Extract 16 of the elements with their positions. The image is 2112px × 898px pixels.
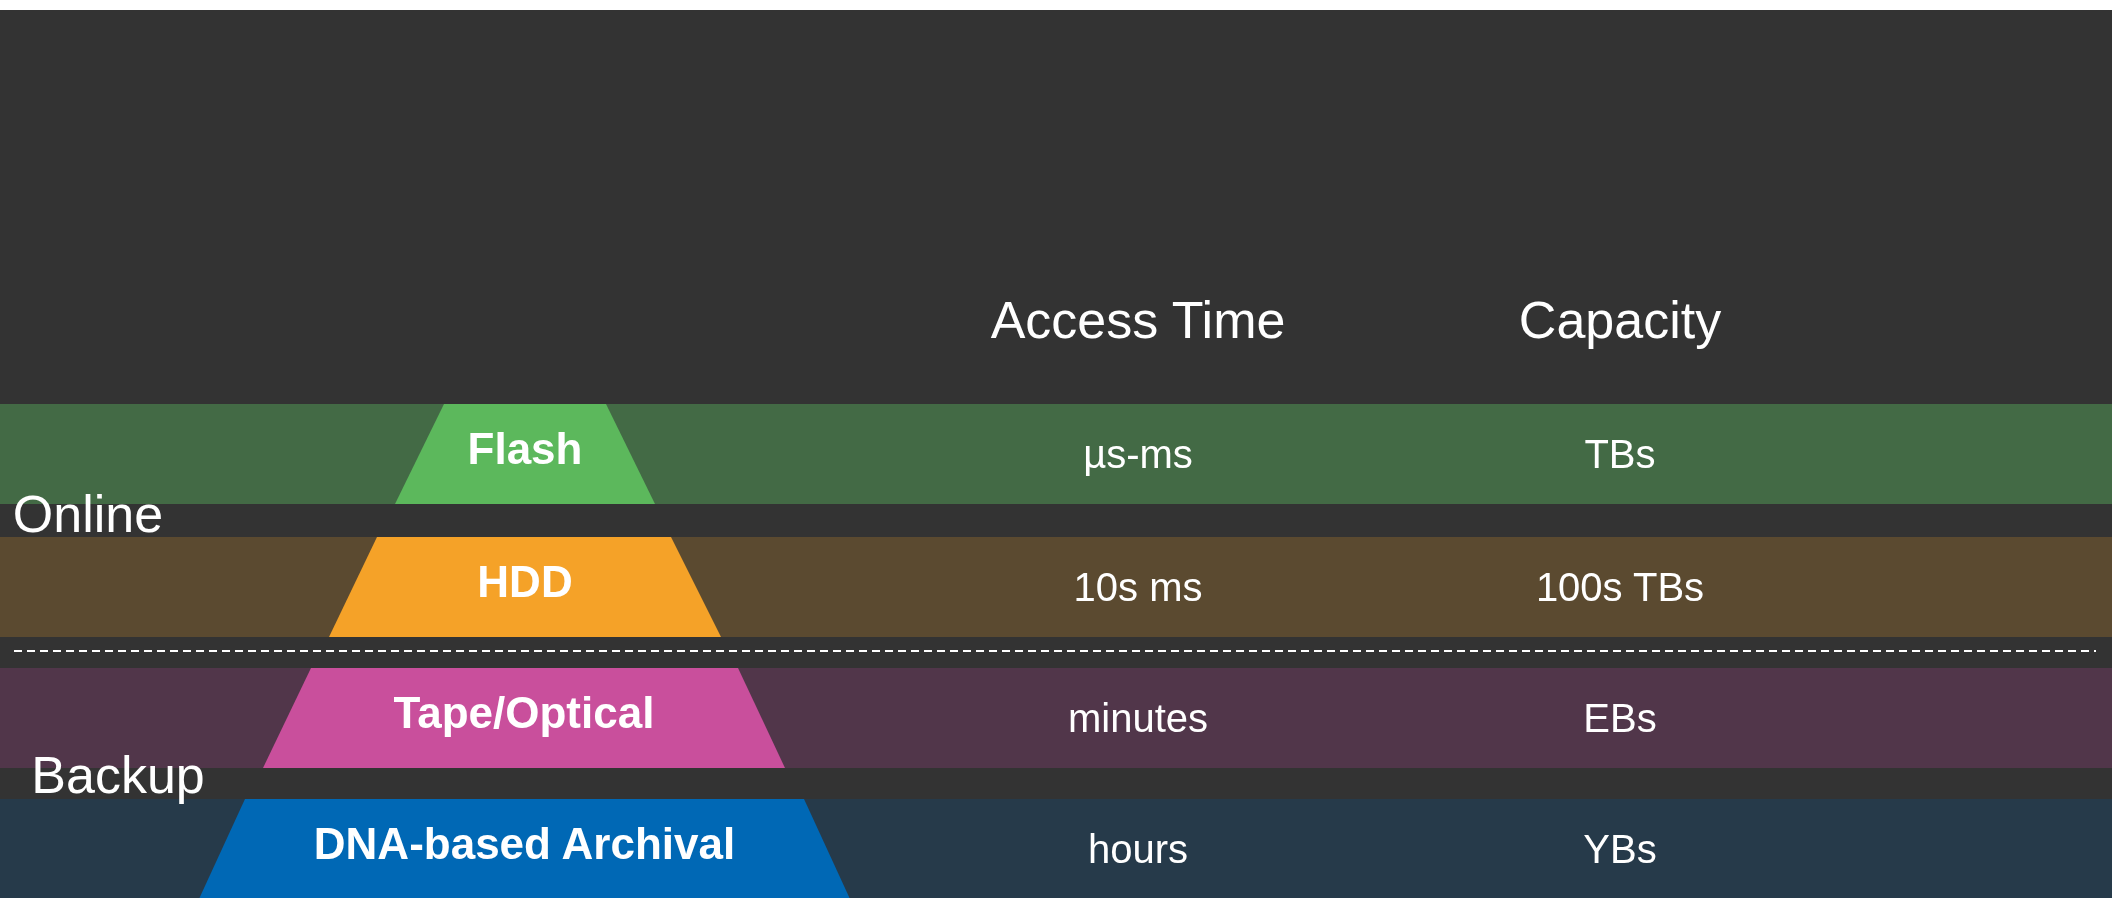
column-header: Capacity	[1518, 290, 1722, 350]
access-time-value: 10s ms	[1073, 564, 1203, 611]
capacity-value: 100s TBs	[1535, 564, 1705, 611]
tier-trapezoid: Flash	[395, 404, 655, 504]
access-time-value: µs-ms	[1083, 431, 1193, 478]
tier-trapezoid: Tape/Optical	[263, 668, 785, 768]
column-header: Access Time	[990, 290, 1286, 350]
access-time-value: minutes	[1067, 695, 1209, 742]
capacity-value: EBs	[1583, 695, 1657, 742]
access-time-value: hours	[1087, 826, 1189, 873]
group-label: Online	[12, 484, 164, 544]
table-row-band	[0, 537, 2112, 637]
tier-trapezoid: HDD	[329, 537, 721, 637]
capacity-value: TBs	[1584, 431, 1656, 478]
capacity-value: YBs	[1583, 826, 1657, 873]
tier-trapezoid: DNA-based Archival	[199, 799, 850, 898]
